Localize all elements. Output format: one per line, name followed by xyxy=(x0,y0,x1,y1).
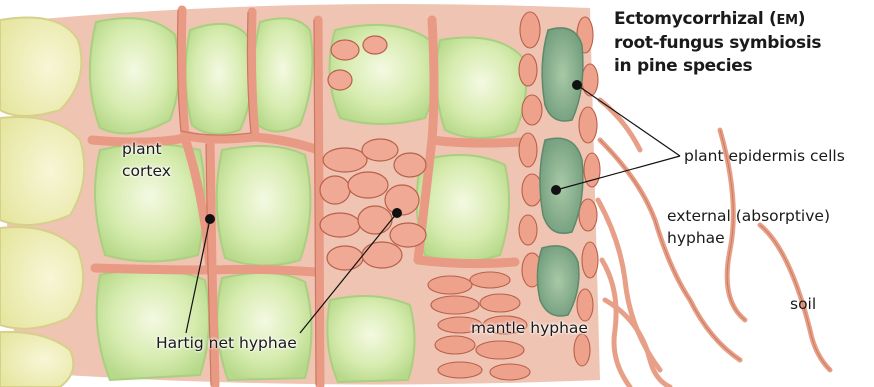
mantle-hyphae-label: mantle hyphae xyxy=(471,317,588,339)
soil-label: soil xyxy=(790,293,816,315)
hartig-dot-left xyxy=(205,214,215,224)
hartig-net-label: Hartig net hyphae xyxy=(156,332,297,354)
title-line-2: root-fungus symbiosis xyxy=(614,32,872,55)
hartig-dot-right xyxy=(392,208,402,218)
plant-cortex-label-line2: cortex xyxy=(122,160,171,182)
figure-title: Ectomycorrhizal (EM) root-fungus symbios… xyxy=(614,8,872,78)
title-line-3: in pine species xyxy=(614,55,872,78)
external-hyphae-label-line1: external (absorptive) xyxy=(667,205,830,227)
epidermis-dot-lower xyxy=(551,185,561,195)
plant-cortex-label-line1: plant xyxy=(122,138,171,160)
epidermis-cells xyxy=(537,28,582,316)
external-hyphae-label-line2: hyphae xyxy=(667,227,830,249)
title-line-1: Ectomycorrhizal (EM) xyxy=(614,8,872,32)
plant-cortex-label: plant cortex xyxy=(122,138,171,182)
external-hyphae-label: external (absorptive) hyphae xyxy=(667,205,830,249)
epidermis-label: plant epidermis cells xyxy=(684,145,845,167)
epidermis-dot-upper xyxy=(572,80,582,90)
